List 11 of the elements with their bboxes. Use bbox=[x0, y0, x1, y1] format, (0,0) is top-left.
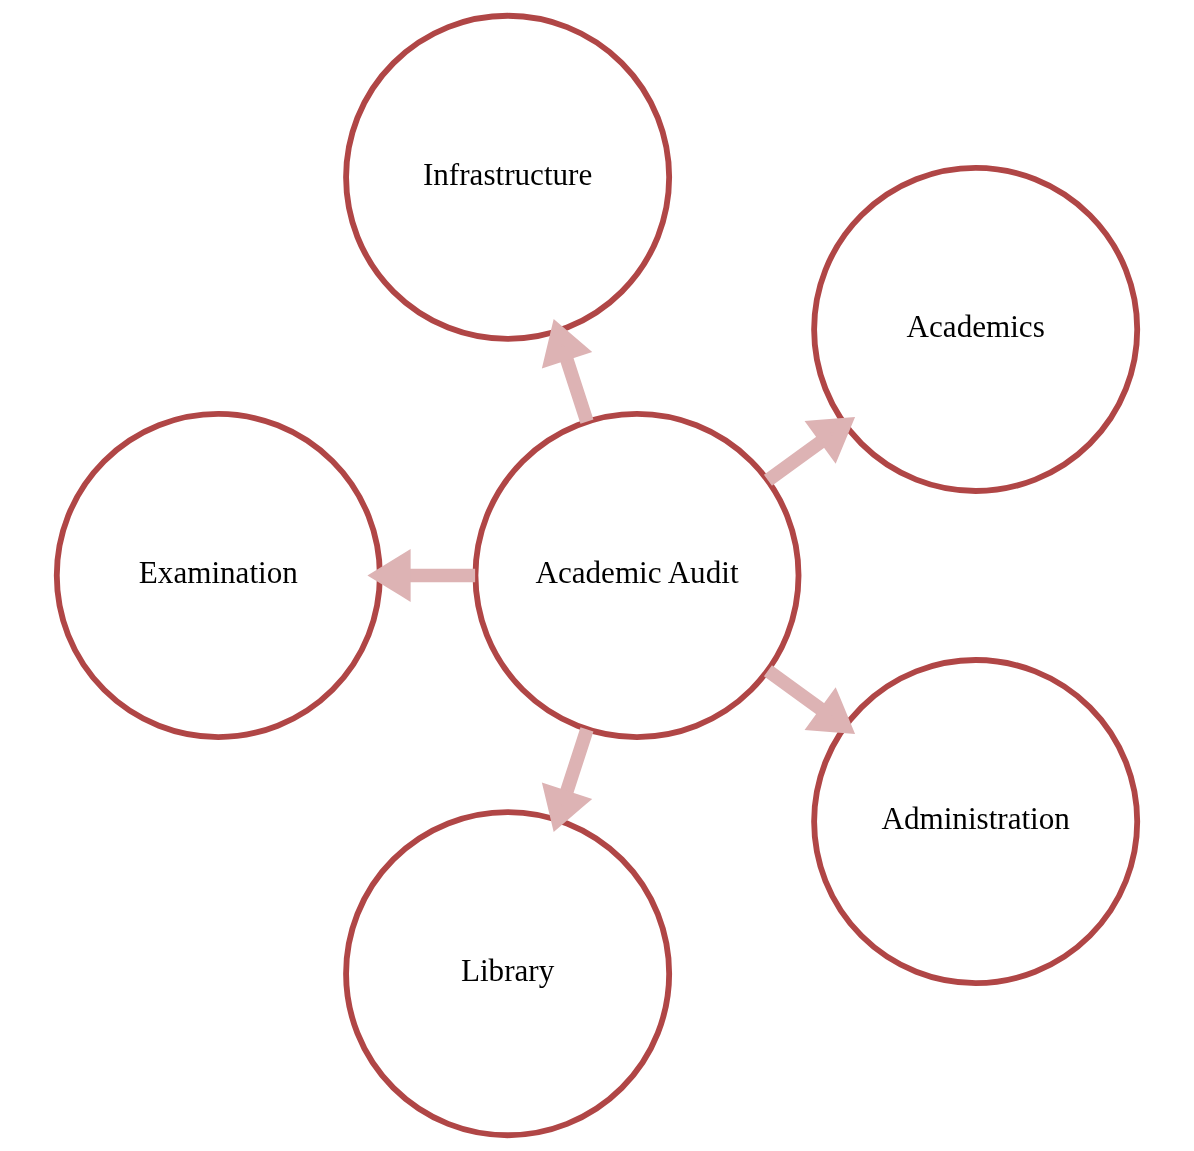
node-circle: Infrastructure bbox=[343, 12, 673, 342]
node-circle: Administration bbox=[811, 657, 1141, 987]
node-circle: Examination bbox=[53, 411, 383, 740]
arrow bbox=[541, 727, 594, 832]
arrow bbox=[541, 319, 594, 424]
node-circle: Academics bbox=[811, 164, 1141, 494]
arrow bbox=[763, 665, 856, 734]
node-circle: Academic Audit bbox=[472, 411, 802, 740]
arrow bbox=[367, 549, 476, 602]
node-circle: Library bbox=[343, 809, 673, 1139]
arrow bbox=[763, 417, 856, 486]
